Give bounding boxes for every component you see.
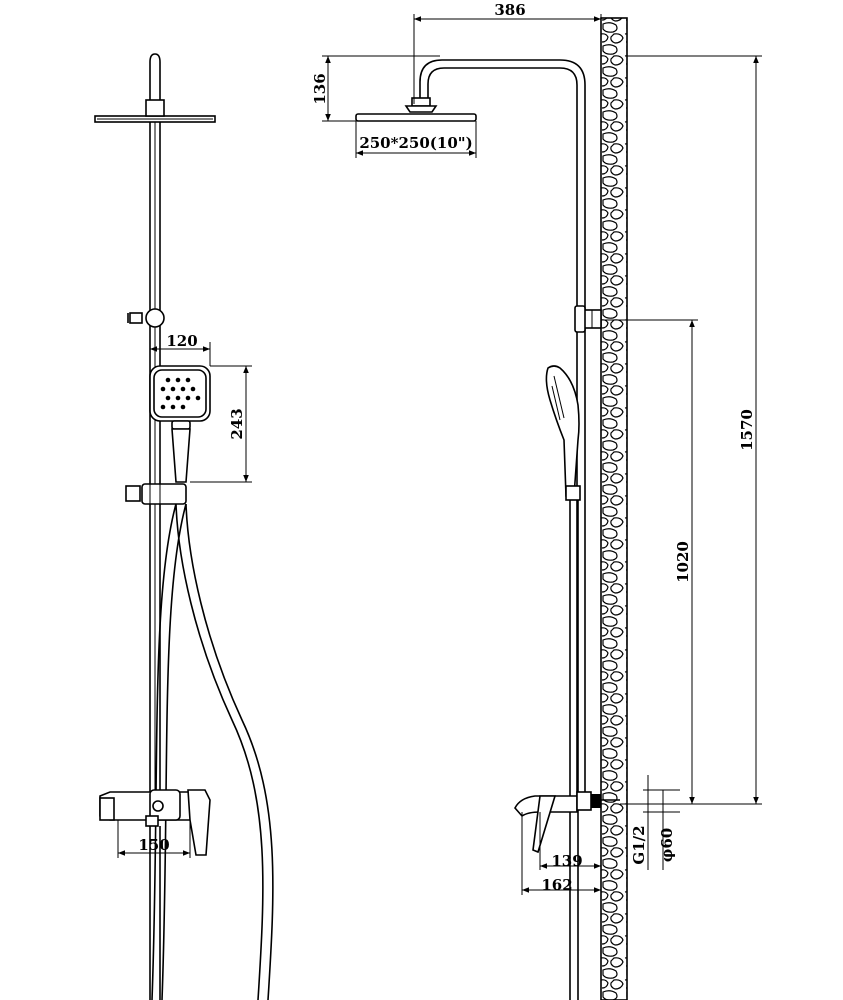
dim-label-total-height: 1570 [738,409,756,451]
front-hose [151,503,274,1000]
dim-label-head-drop: 136 [311,73,329,104]
dim-rail-height: 1020 [601,319,698,804]
front-riser-pipe [149,122,161,800]
front-mixer [99,789,211,1000]
side-diverter [574,305,602,333]
front-riser-top [149,53,161,100]
dim-label-thread: G1/2 [630,825,648,864]
side-rain-head [355,97,477,122]
dim-total-height: 1570 [620,55,762,805]
dim-label-arm-reach: 386 [494,1,525,19]
side-overhead-arm [419,59,586,800]
dim-arm-reach: 386 [413,1,602,104]
dim-spout-offset: 139 [539,812,601,870]
dim-hand-length: 243 [190,365,252,483]
dim-spout-total: 162 [521,812,601,895]
wall-section [600,17,628,1000]
dim-label-flange: φ60 [658,828,676,862]
dim-label-hand-width: 120 [166,332,197,350]
dim-thread-flange: G1/2 φ60 [630,775,680,870]
dim-hand-width: 120 [149,332,211,366]
front-rain-head [94,99,216,123]
side-view: 386 136 250*250(10") 1570 1020 [311,1,762,1000]
dim-label-rail-height: 1020 [674,541,692,583]
dim-label-spout-front: 150 [138,836,169,854]
spray-nozzles [160,377,201,410]
dim-head-size: 250*250(10") [355,121,477,158]
front-view: 120 243 150 [94,53,274,1000]
dim-spout-front: 150 [117,820,191,858]
dim-label-spout-offset: 139 [551,852,582,870]
dim-label-hand-length: 243 [228,408,246,439]
front-hand-shower [149,365,211,483]
dim-label-spout-total: 162 [541,876,572,894]
front-slider-bracket [125,483,187,505]
side-hand-shower [545,365,581,1000]
dim-label-head-size: 250*250(10") [359,134,472,152]
front-diverter-knob [127,308,165,328]
side-mixer [514,791,620,854]
dim-head-drop: 136 [311,55,440,122]
